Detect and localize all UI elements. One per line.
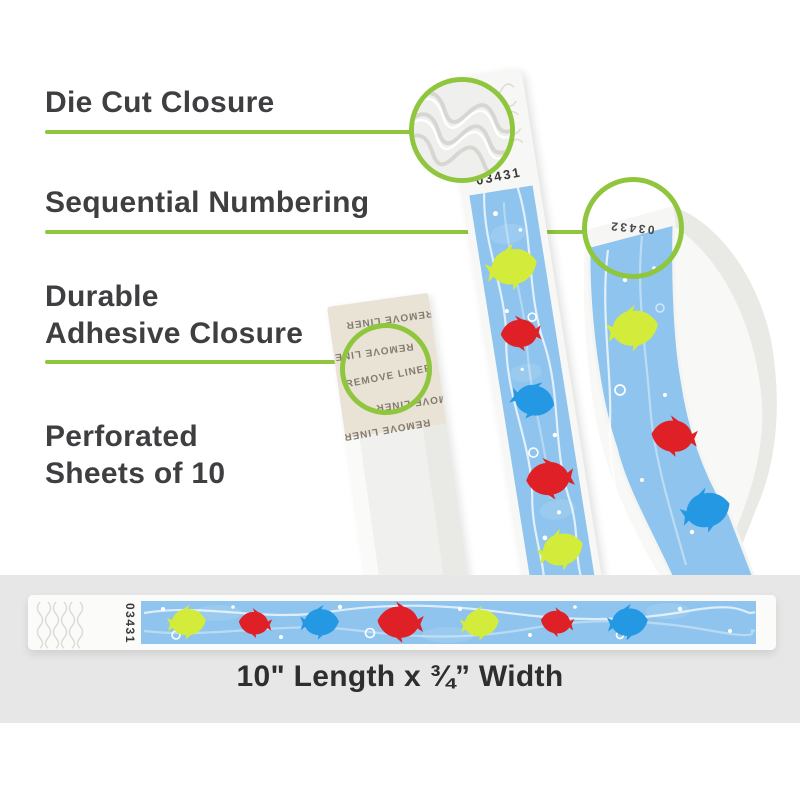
serial-number-flat: 03431	[123, 603, 137, 644]
wristband-flat: 03431	[28, 595, 776, 650]
sequential-magnifier-circle	[582, 177, 684, 279]
loop-inner-shading	[668, 206, 777, 575]
wristband-flat-graphic: 03431	[28, 595, 776, 650]
dimension-label: 10" Length x ¾” Width	[236, 660, 564, 693]
adhesive-label: Durable Adhesive Closure	[45, 278, 303, 352]
adhesive-label-line1: Durable	[45, 280, 159, 313]
die-cut-magnifier-circle	[409, 77, 515, 183]
wave-lines	[604, 235, 688, 579]
die-cut-connector-line	[45, 130, 413, 134]
perforated-label-line1: Perforated	[45, 420, 199, 453]
bubbles	[614, 266, 695, 535]
bubbles	[493, 211, 562, 541]
adhesive-label-line2: Adhesive Closure	[45, 317, 304, 350]
wristband-loop: 03432	[570, 180, 800, 580]
die-cut-magnified-pattern	[414, 82, 510, 178]
wristband-loop-graphic: 03432	[583, 206, 777, 580]
perforated-label-line2: Sheets of 10	[45, 457, 226, 490]
die-cut-label: Die Cut Closure	[45, 86, 275, 119]
adhesive-connector-line	[45, 360, 343, 364]
die-cut-pattern	[36, 601, 84, 649]
sequential-connector-line	[45, 230, 585, 234]
adhesive-magnifier-circle	[340, 323, 432, 415]
sequential-label: Sequential Numbering	[45, 186, 370, 219]
perforated-label: Perforated Sheets of 10	[45, 418, 225, 492]
